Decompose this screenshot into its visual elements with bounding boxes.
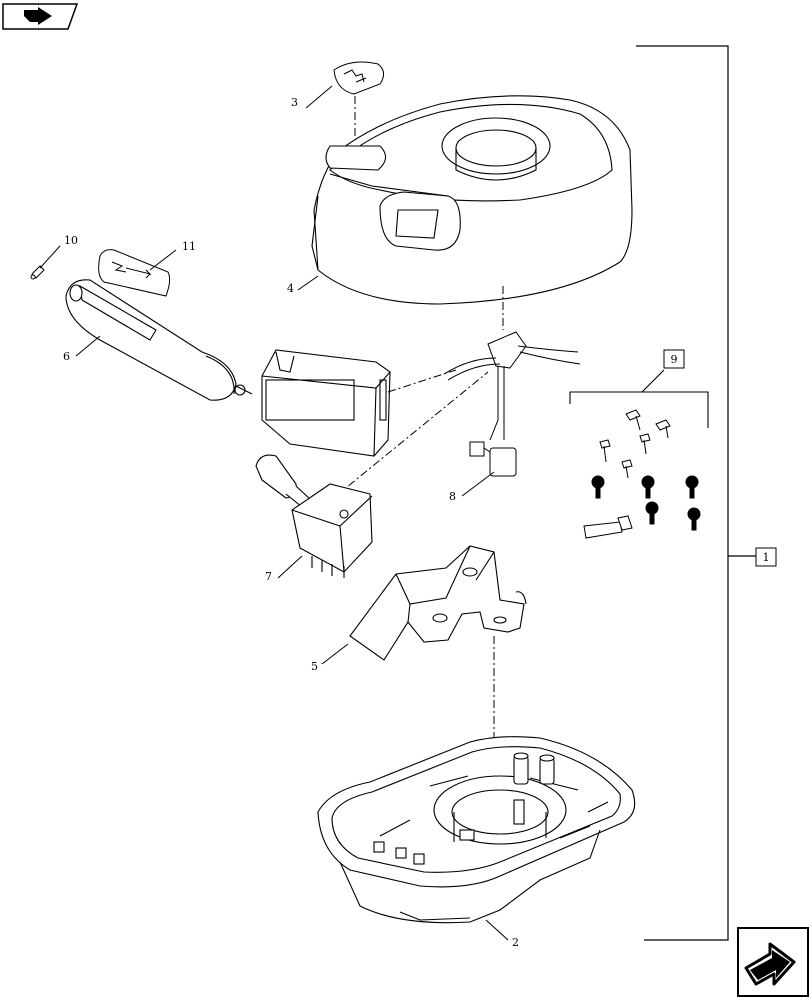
centerline-joystick [335, 371, 489, 497]
part-bracket-5 [349, 545, 527, 661]
callout-label-8: 8 [449, 490, 456, 503]
callout-label-1: 1 [763, 551, 770, 564]
leader-2 [485, 919, 509, 941]
leader-3 [305, 85, 333, 109]
back-nav-button[interactable] [2, 3, 79, 30]
callout-label-2: 2 [512, 936, 519, 949]
part-screw-10 [30, 265, 45, 280]
part-base-2 [317, 736, 636, 924]
leader-7 [277, 555, 303, 579]
next-arrow-icon [744, 942, 796, 986]
callout-label-10: 10 [64, 234, 78, 247]
callout-label-3: 3 [291, 96, 298, 109]
part-label-11 [98, 249, 171, 297]
leader-5 [321, 643, 349, 665]
part-lever-6 [65, 279, 253, 401]
callout-label-6: 6 [63, 350, 70, 363]
part-switch-body-6 [261, 349, 391, 457]
callout-label-9: 9 [671, 353, 678, 366]
next-nav-button[interactable] [737, 927, 809, 997]
fastener-bracket-9 [569, 369, 709, 428]
callout-label-7: 7 [265, 570, 272, 583]
leader-11 [149, 249, 177, 271]
part-joystick-7 [255, 454, 373, 578]
callout-label-11: 11 [182, 240, 196, 253]
leader-6 [75, 335, 101, 357]
part-cover-4 [311, 95, 633, 305]
part-decal-3 [333, 61, 384, 95]
leader-10 [39, 245, 61, 269]
callout-label-4: 4 [287, 282, 294, 295]
callout-label-5: 5 [311, 660, 318, 673]
assembly-bracket [636, 45, 756, 941]
leader-4 [297, 275, 319, 291]
back-arrow-icon [24, 7, 52, 25]
part-fasteners-9 [583, 409, 701, 539]
part-harness-8 [443, 331, 581, 477]
callout-box-1: 1 [755, 547, 777, 567]
leader-8 [461, 471, 495, 497]
callout-box-9: 9 [663, 349, 685, 369]
